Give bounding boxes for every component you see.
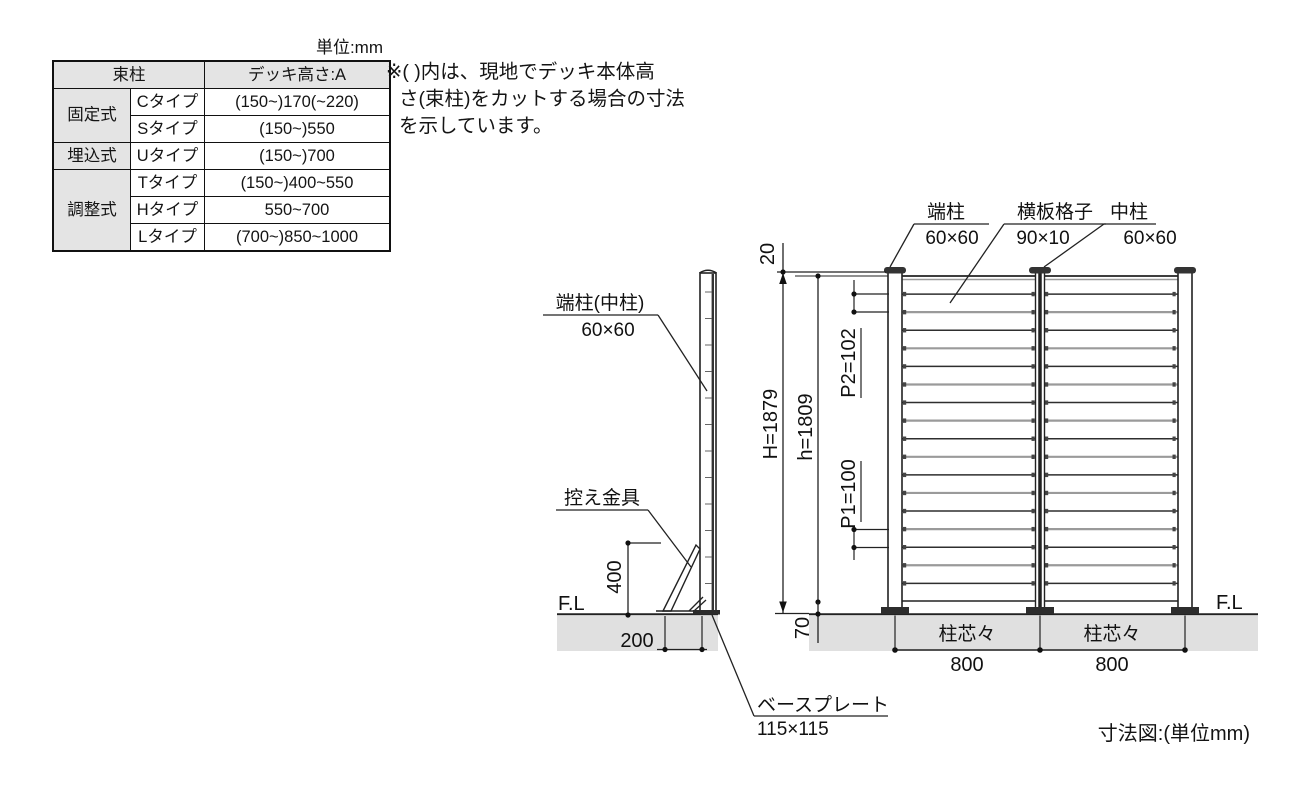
- dim-P2-text: P2=102: [838, 328, 860, 398]
- board-size: 90×10: [1016, 228, 1069, 249]
- post-foot: [881, 607, 909, 614]
- brace-bracket: [656, 545, 706, 611]
- span2-label: 柱芯々: [1083, 623, 1140, 645]
- board-callout: 横板格子 90×10: [950, 201, 1106, 303]
- dim-H-text: H=1879: [760, 389, 782, 460]
- side-fl-label: F.L: [558, 593, 585, 615]
- brace-callout: 控え金具: [556, 487, 691, 567]
- front-fl-label: F.L: [1216, 592, 1243, 614]
- end-post-callout: 端柱 60×60: [890, 201, 989, 267]
- dim-P2: P2=102: [838, 280, 889, 398]
- dim-400: 400: [604, 540, 661, 617]
- side-post-label: 端柱(中柱): [556, 292, 645, 314]
- span1-label: 柱芯々: [938, 623, 995, 645]
- baseplate-label: ベースプレート: [757, 694, 889, 716]
- dim-h-text: h=1809: [795, 393, 817, 460]
- brace-label: 控え金具: [564, 487, 640, 509]
- dim-h: h=1809: [795, 273, 821, 604]
- board-label: 横板格子: [1017, 201, 1093, 223]
- dim-400-text: 400: [604, 560, 626, 593]
- dim-P1: P1=100: [838, 459, 889, 560]
- dim-70-text: 70: [792, 617, 814, 639]
- side-base-plate: [693, 610, 720, 615]
- dim-H: H=1879: [760, 243, 787, 613]
- dim-20: 20: [757, 243, 888, 276]
- post-foot: [1026, 607, 1054, 614]
- ground-band: [809, 615, 1258, 651]
- mid-post-size: 60×60: [1123, 228, 1176, 249]
- span2-value: 800: [1095, 654, 1128, 676]
- post-foot: [1171, 607, 1199, 614]
- post-cap: [884, 267, 906, 274]
- side-post: [700, 270, 717, 613]
- end-post-label: 端柱: [927, 201, 965, 223]
- drawing-caption: 寸法図:(単位mm): [1000, 717, 1250, 746]
- baseplate-size: 115×115: [757, 719, 829, 740]
- post-cap: [1029, 267, 1051, 274]
- dim-200-text: 200: [620, 630, 653, 652]
- post-cap: [1174, 267, 1196, 274]
- end-post-size: 60×60: [925, 228, 978, 249]
- side-post-callout: 端柱(中柱) 60×60: [543, 292, 707, 391]
- side-post-size: 60×60: [581, 320, 634, 341]
- span1-value: 800: [950, 654, 983, 676]
- front-mid-post: [1026, 267, 1054, 614]
- front-view: 端柱 60×60 横板格子 90×10 中柱 60×60 20 H=18: [757, 201, 1258, 676]
- dim-20-text: 20: [757, 243, 779, 265]
- dim-P1-text: P1=100: [838, 459, 860, 529]
- mid-post-label: 中柱: [1110, 201, 1148, 223]
